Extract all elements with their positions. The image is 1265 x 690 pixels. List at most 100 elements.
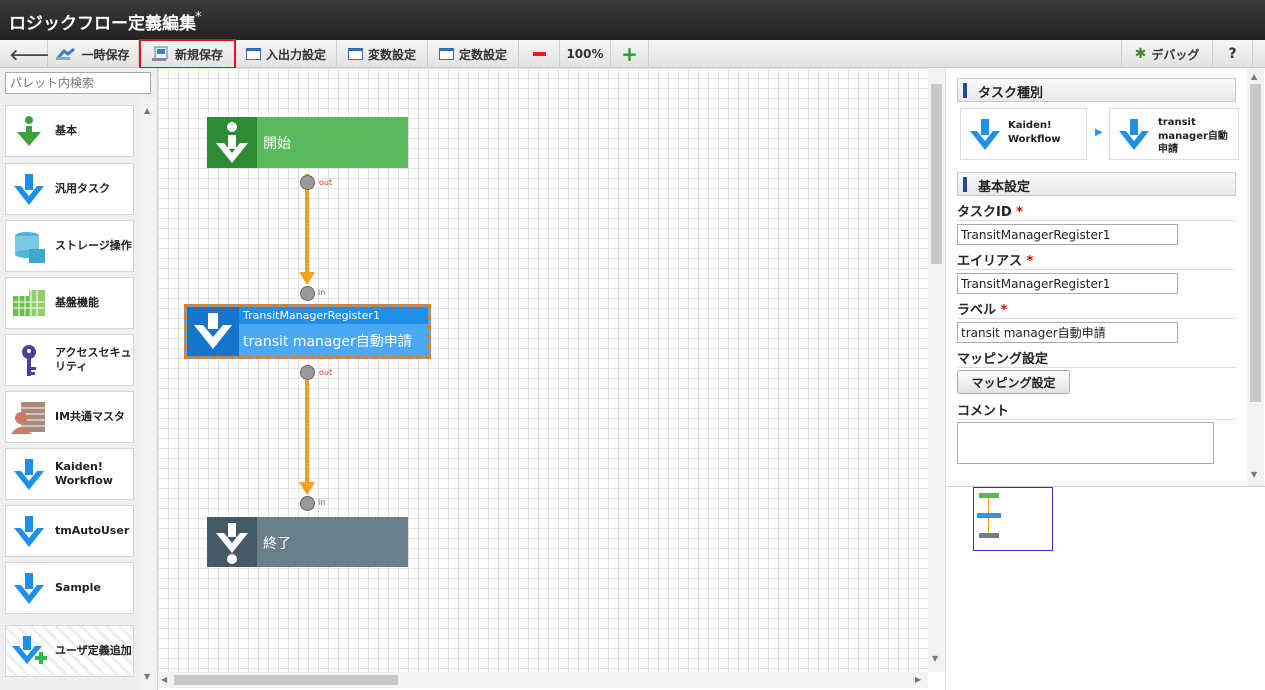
palette-search-input[interactable] — [5, 72, 151, 94]
scroll-down-icon[interactable]: ▼ — [144, 672, 151, 681]
flow-overview-minimap[interactable] — [946, 486, 1265, 690]
palette-item-platform[interactable]: 基盤機能 — [5, 277, 134, 329]
temp-save-button[interactable]: 一時保存 — [48, 40, 139, 68]
scroll-down-icon[interactable]: ▼ — [932, 654, 939, 663]
overview-connector — [988, 498, 989, 513]
title-bar: ロジックフロー定義編集 * — [0, 0, 1265, 40]
basic-settings-header-label: 基本設定 — [978, 180, 1031, 195]
modified-marker: * — [195, 10, 202, 25]
alias-input[interactable] — [957, 273, 1178, 294]
task-arrow-icon — [14, 516, 44, 547]
task-id-input[interactable] — [957, 224, 1178, 245]
end-node-label: 終了 — [263, 536, 291, 552]
window-icon — [347, 48, 363, 60]
end-node[interactable]: 終了 — [207, 517, 408, 567]
overview-viewport[interactable] — [973, 487, 1053, 551]
connector-task-end[interactable] — [305, 380, 309, 484]
palette-item-label: 基本 — [55, 123, 77, 137]
debug-button[interactable]: ✱ デバッグ — [1121, 40, 1213, 68]
flow-canvas[interactable]: 開始 out in TransitManagerRegister1 transi… — [158, 68, 928, 672]
properties-scrollbar[interactable]: ▲ ▼ — [1247, 68, 1264, 486]
palette-item-user-defined-add[interactable]: ユーザ定義追加 — [5, 625, 134, 677]
scroll-right-icon[interactable]: ▶ — [915, 675, 922, 684]
scroll-up-icon[interactable]: ▲ — [144, 106, 151, 115]
task-node[interactable]: TransitManagerRegister1 transit manager自… — [184, 304, 431, 359]
toolbar: 🡐 一時保存 新規保存 入出力設定 変数設定 定数設定 100% + ✱ デバッ… — [0, 39, 1265, 69]
var-settings-label: 変数設定 — [367, 47, 416, 62]
palette-item-label: tmAutoUser — [55, 523, 130, 537]
help-label: ? — [1228, 46, 1237, 62]
const-settings-label: 定数設定 — [458, 47, 507, 62]
connector-start-task[interactable] — [305, 174, 309, 274]
task-type-section-header[interactable]: タスク種別 — [957, 78, 1236, 102]
start-node[interactable]: 開始 — [207, 117, 408, 168]
chevron-right-icon: ▶ — [1095, 127, 1103, 138]
scroll-left-icon[interactable]: ◀ — [161, 675, 168, 684]
start-out-port[interactable] — [300, 175, 315, 190]
help-button[interactable]: ? — [1213, 40, 1253, 68]
palette-item-label: Kaiden! Workflow — [55, 459, 113, 487]
task-type-parent-card: Kaiden! Workflow — [960, 108, 1087, 160]
task-type-header-label: タスク種別 — [978, 86, 1044, 101]
palette-item-sample[interactable]: Sample — [5, 562, 134, 614]
port-label: in — [318, 498, 326, 507]
palette-item-kaiden-workflow[interactable]: Kaiden! Workflow — [5, 448, 134, 500]
canvas-horizontal-scrollbar[interactable]: ◀ ▶ — [158, 672, 928, 688]
start-node-icon-box — [207, 117, 257, 168]
scroll-thumb[interactable] — [1250, 84, 1261, 402]
palette-item-label: アクセスセキュリティ — [55, 345, 132, 373]
task-arrow-icon — [14, 459, 44, 490]
palette-item-storage[interactable]: ストレージ操作 — [5, 220, 134, 272]
task-type-child-label: transit manager自動申請 — [1158, 117, 1228, 155]
mapping-label: マッピング設定 — [957, 352, 1049, 367]
start-icon — [17, 116, 41, 146]
connector-arrowhead — [299, 272, 315, 285]
back-arrow-icon: 🡐 — [9, 45, 50, 64]
task-out-port[interactable] — [300, 365, 315, 380]
palette-item-label: ストレージ操作 — [55, 238, 132, 252]
port-label: out — [319, 178, 333, 187]
zoom-in-button[interactable]: + — [611, 40, 649, 68]
overview-end-node — [979, 533, 999, 538]
alias-label: エイリアス * — [957, 250, 1033, 269]
overview-task-node — [977, 513, 1001, 518]
label-input[interactable] — [957, 322, 1178, 343]
mapping-settings-button-label: マッピング設定 — [971, 375, 1056, 390]
end-in-port[interactable] — [300, 496, 315, 511]
debug-label: デバッグ — [1151, 47, 1200, 62]
palette-scrollbar[interactable]: ▲ ▼ — [141, 98, 156, 690]
mapping-settings-button[interactable]: マッピング設定 — [957, 370, 1070, 394]
start-node-label: 開始 — [263, 136, 291, 152]
back-button[interactable]: 🡐 — [9, 40, 50, 68]
palette-item-label: ユーザ定義追加 — [55, 643, 132, 657]
scroll-up-icon[interactable]: ▲ — [1251, 72, 1258, 81]
canvas-vertical-scrollbar[interactable]: ▼ — [928, 68, 945, 672]
palette-panel: ▲ ▼ 基本 汎用タスク ストレージ操作 基盤機能 アクセスセキュリティ — [0, 68, 158, 690]
io-settings-button[interactable]: 入出力設定 — [236, 40, 337, 68]
scroll-down-icon[interactable]: ▼ — [1251, 470, 1258, 479]
task-in-port[interactable] — [300, 286, 315, 301]
palette-item-generic-task[interactable]: 汎用タスク — [5, 163, 134, 215]
bug-icon: ✱ — [1134, 46, 1147, 62]
palette-item-access-security[interactable]: アクセスセキュリティ — [5, 334, 134, 386]
scroll-thumb[interactable] — [931, 84, 942, 264]
task-id-label: タスクID * — [957, 201, 1023, 220]
label-label: ラベル * — [957, 299, 1007, 318]
palette-item-tmautouser[interactable]: tmAutoUser — [5, 505, 134, 557]
basic-settings-section-header[interactable]: 基本設定 — [957, 172, 1236, 196]
new-save-button[interactable]: 新規保存 — [139, 39, 236, 69]
task-node-label: transit manager自動申請 — [243, 334, 412, 350]
alias-label-text: エイリアス — [957, 254, 1023, 269]
palette-item-label: 基盤機能 — [55, 295, 99, 309]
plus-icon: + — [621, 42, 638, 66]
zoom-out-button[interactable] — [519, 40, 560, 68]
scroll-thumb[interactable] — [174, 675, 398, 685]
divider — [957, 367, 1236, 368]
var-settings-button[interactable]: 変数設定 — [337, 40, 428, 68]
task-id-label-text: タスクID — [957, 205, 1012, 220]
add-user-task-icon — [12, 636, 47, 664]
const-settings-button[interactable]: 定数設定 — [428, 40, 519, 68]
palette-item-basic[interactable]: 基本 — [5, 105, 134, 157]
comment-textarea[interactable] — [957, 422, 1214, 464]
palette-item-im-master[interactable]: IM共通マスタ — [5, 391, 134, 443]
